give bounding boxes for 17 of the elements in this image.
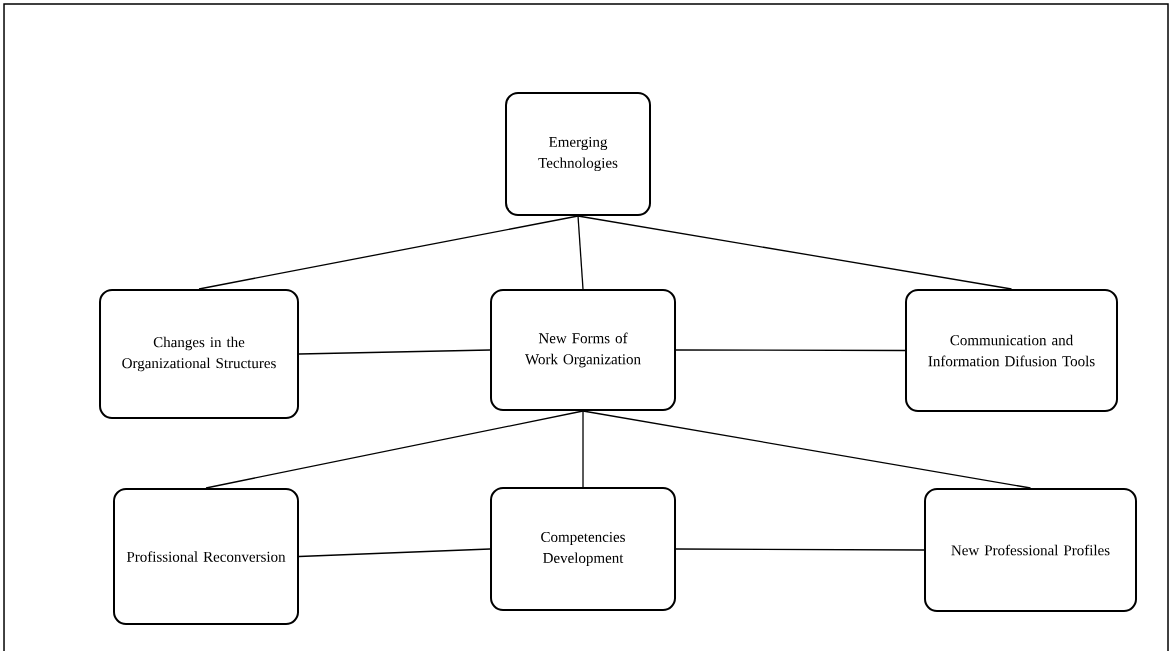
process-box: New Professional Profiles [924,488,1137,612]
connector-line [205,410,584,489]
process-box: Profissional Reconversion [113,488,299,625]
connector-line [577,215,1013,290]
connector-line [675,349,906,352]
connector-line [582,410,584,488]
connector-line [675,548,925,551]
process-box: Competencies Development [490,487,676,611]
process-box: Communication and Information Difusion Tools [905,289,1118,412]
connector-line [577,215,584,290]
connector-line [298,548,491,558]
connector-line [298,349,491,355]
process-box: Emerging Technologies [505,92,651,216]
process-box: Changes in the Organizational Structures [99,289,299,419]
connector-line [198,215,579,290]
connector-line [582,410,1032,489]
process-box: New Forms of Work Organization [490,289,676,411]
